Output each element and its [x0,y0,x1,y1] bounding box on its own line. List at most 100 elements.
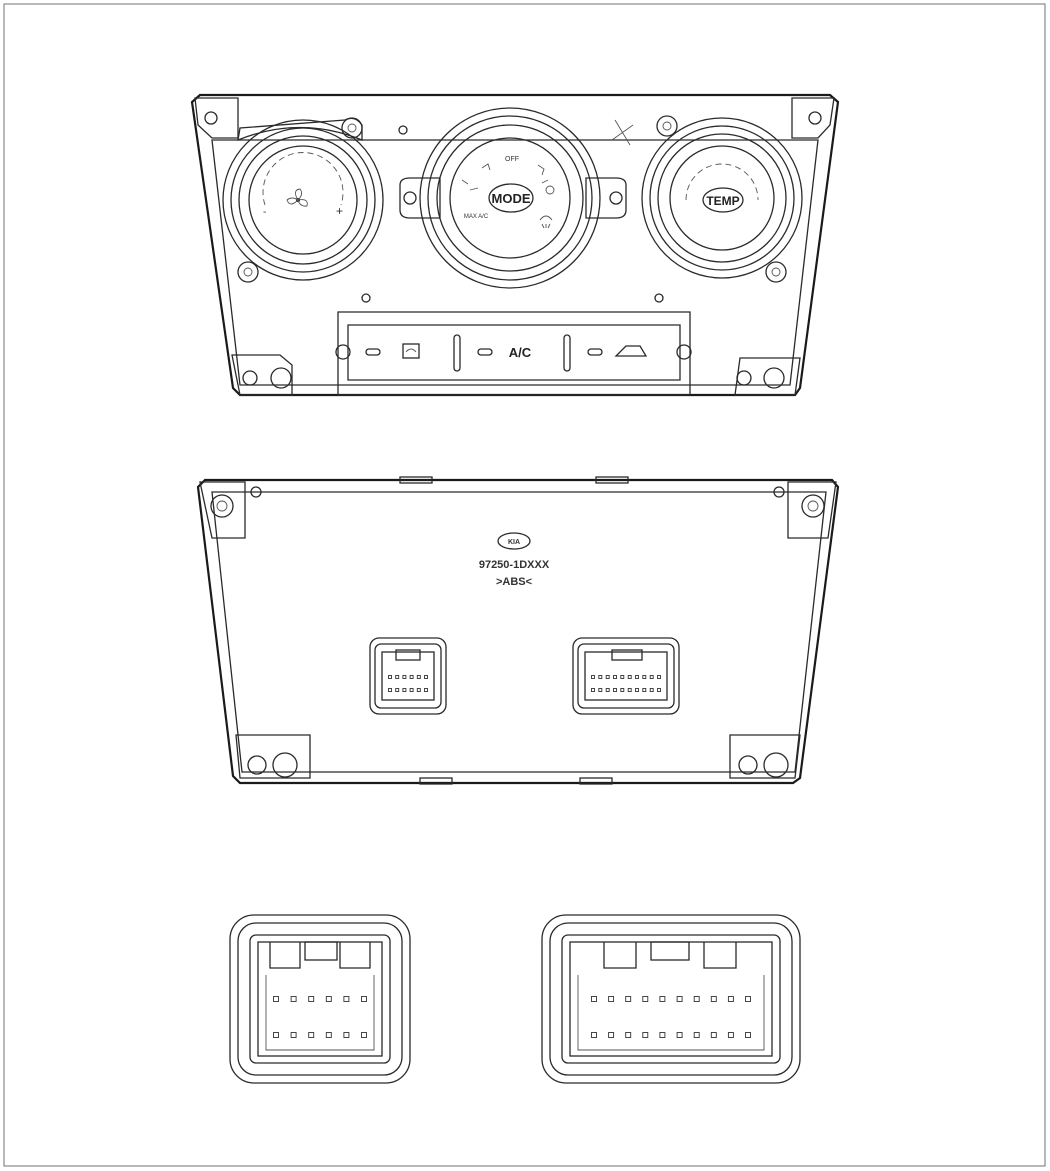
rear-large-pin-r2-4 [613,688,617,692]
detail-small-pin-r2-5 [343,1032,350,1038]
mode-vent-face-icon [461,163,491,191]
detail-small-ring [237,922,403,1076]
small-hole-1 [398,125,408,135]
detail-large-pin-r1-1 [591,996,597,1002]
rear-boss-tr-hole [807,500,819,512]
rear-small-pin-r2-6 [424,688,428,692]
button-strip-screw-left [335,344,351,360]
detail-large-pin-r1-4 [642,996,649,1002]
rear-boss-tl [210,494,234,518]
fan-speed-knob: - + [222,117,384,283]
rear-small-pin-r1-6 [424,675,428,679]
rear-boss-tr [801,494,825,518]
detail-large-pin-r2-8 [710,1032,717,1038]
detail-large-pins [591,996,751,1038]
mode-knob-ring-2 [427,115,593,281]
rear-connector-small-mid [374,643,442,709]
fan-knob-face [248,145,358,255]
detail-large-latch [650,941,690,961]
rear-corner-tr [787,481,837,539]
rear-large-pin-r1-8 [642,675,647,679]
detail-large-pin-r2-4 [642,1032,649,1038]
fan-knob-screw-boss-top [341,117,363,139]
rear-large-pin-r1-10 [657,675,661,679]
recirc-icon [402,343,420,359]
rear-small-pin-r1-4 [409,675,414,679]
mount-hole-bl-1 [242,370,258,386]
front-panel-corner-br [734,357,801,396]
rear-connector-small [369,637,447,715]
temp-knob-face [669,145,775,251]
fan-knob-min-mark: - [263,207,266,218]
page-border [3,3,1046,1167]
mode-knob-ear-right [585,177,627,219]
detail-large-pin-r2-1 [591,1032,597,1038]
detail-large-pin-r1-8 [710,996,717,1002]
rear-small-pin-r2-5 [416,688,421,692]
rear-small-pin-r2-2 [395,688,400,692]
detail-small-pins [273,996,367,1038]
detail-small-pin-r1-2 [290,996,297,1002]
ac-button: A/C [477,345,532,360]
front-panel-inner-outline [211,139,819,386]
temp-knob-screw-boss-bottom [765,261,787,283]
fan-knob-ring-3 [238,135,368,265]
fan-knob-max-mark: + [336,204,343,218]
rear-housing-outline [196,478,840,785]
material-code: >ABS< [496,576,532,588]
rear-large-pin-r1-1 [591,675,595,679]
detail-large-pin-r1-5 [659,996,666,1002]
fan-knob-ring-outer [222,119,384,281]
mode-label-oval [488,183,534,213]
detail-large-pin-r1-2 [608,996,615,1002]
temp-knob-ring-3 [657,133,787,263]
rear-boss-br-2 [763,752,789,778]
rear-small-pin-r2-4 [409,688,414,692]
rear-small-pin-r2-1 [388,688,392,692]
detail-small-inner-wall [265,975,375,1051]
temp-knob-ring-outer [641,117,803,279]
detail-large-pin-r2-10 [745,1032,751,1038]
detail-small-pin-r2-4 [325,1032,332,1038]
mode-knob-screw-left [403,191,417,205]
detail-small-pin-r2-1 [273,1032,279,1038]
mode-defrost-foot-icon [545,185,555,195]
rear-large-pin-r2-9 [649,688,654,692]
detail-large-pin-r2-3 [625,1032,632,1038]
rear-large-pin-r2-1 [591,688,595,692]
detail-small-pin-r1-5 [343,996,350,1002]
mount-hole-bl-2 [270,367,292,389]
mode-max-ac-label: MAX A/C [464,214,489,220]
detail-connector-small [229,914,411,1084]
mode-defrost-icon [539,215,553,229]
rear-corner-tl [199,481,246,539]
rear-large-pin-r1-5 [620,675,625,679]
detail-large-pin-r1-9 [727,996,734,1002]
kia-logo-text: KIA [508,539,520,546]
detail-large-pin-r2-7 [693,1032,700,1038]
button-strip-inner [347,324,681,381]
detail-small-pin-r2-3 [308,1032,315,1038]
detail-small-keys [269,942,371,969]
rear-small-pin-r1-5 [416,675,421,679]
temp-label-oval [702,187,744,213]
mode-knob-face [449,137,571,259]
detail-connector-large [541,914,801,1084]
button-divider-2 [563,334,571,372]
mount-hole-br-2 [763,367,785,389]
rear-connector-small-outer [369,637,447,715]
rear-large-pin-r1-6 [627,675,632,679]
recirc-indicator [365,348,381,356]
detail-large-outer [541,914,801,1084]
button-strip-frame [337,311,691,396]
rear-defrost-icon [614,345,648,357]
mode-off-label: OFF [505,156,519,163]
rear-large-pin-r2-5 [620,688,625,692]
rear-corner-bl [235,734,311,779]
detail-large-housing [561,934,781,1064]
front-panel-corner-tl [194,97,239,139]
fan-knob-ring-2 [230,127,376,273]
rear-connector-small-pins [388,675,428,692]
rear-small-pin-r1-1 [388,675,392,679]
recirculation-button [365,343,420,359]
